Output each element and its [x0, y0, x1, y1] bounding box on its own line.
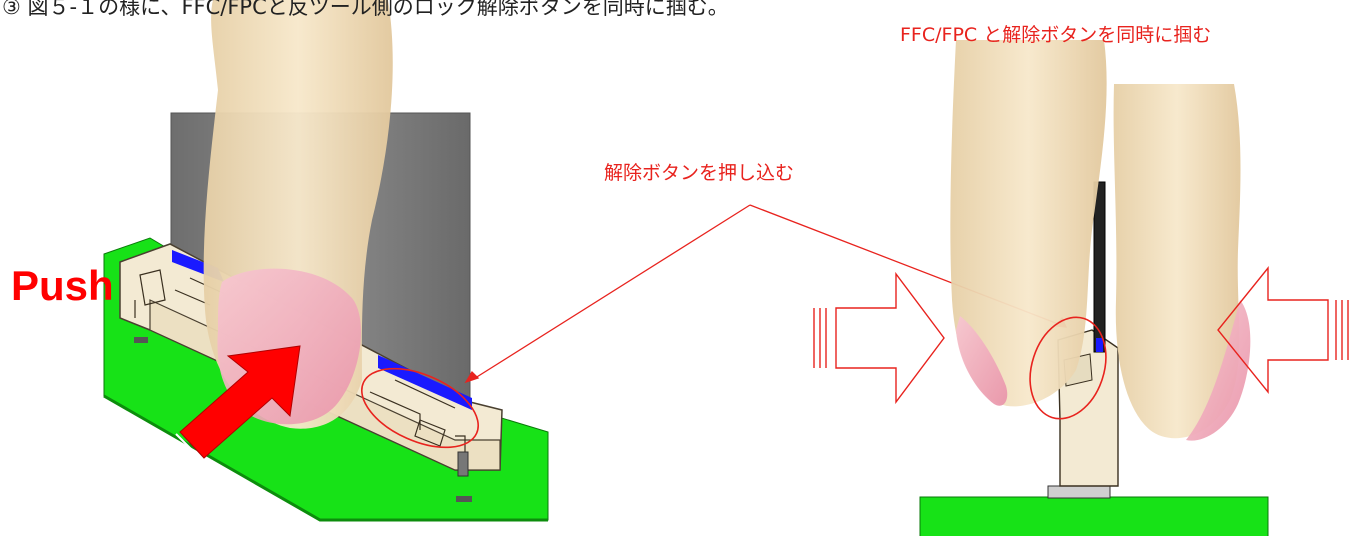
caption-press-release-button: 解除ボタンを押し込む — [604, 162, 795, 184]
squeeze-arrow-left — [813, 271, 945, 405]
squeeze-arrow-right — [1217, 266, 1349, 394]
finger-right-right — [1113, 84, 1241, 439]
release-button-highlight-left — [360, 367, 480, 449]
push-arrow — [179, 345, 301, 459]
right-view — [813, 40, 1349, 538]
finger-right-left — [950, 40, 1107, 407]
pin-left-2 — [456, 496, 472, 502]
blue-strip-right — [1096, 338, 1103, 352]
fingernail-right-right — [1186, 300, 1251, 441]
caption-grip-both: FFC/FPC と解除ボタンを同時に掴む — [900, 24, 1212, 46]
connector-foot-right — [1047, 485, 1111, 499]
push-arrow-tail — [175, 433, 201, 459]
pin-left-1 — [134, 337, 148, 343]
release-button-highlight-right — [1029, 316, 1107, 420]
left-view — [103, 0, 549, 522]
instruction-caption: ③ 図５-１の様に、FFC/FPCと反ツール側のロック解除ボタンを同時に掴む。 — [2, 0, 729, 19]
pcb-edge-left — [103, 394, 548, 522]
pcb-board-right — [919, 496, 1269, 538]
latch-left — [457, 451, 469, 477]
fingernail-right-left — [956, 316, 1008, 406]
push-label: Push — [11, 262, 114, 309]
